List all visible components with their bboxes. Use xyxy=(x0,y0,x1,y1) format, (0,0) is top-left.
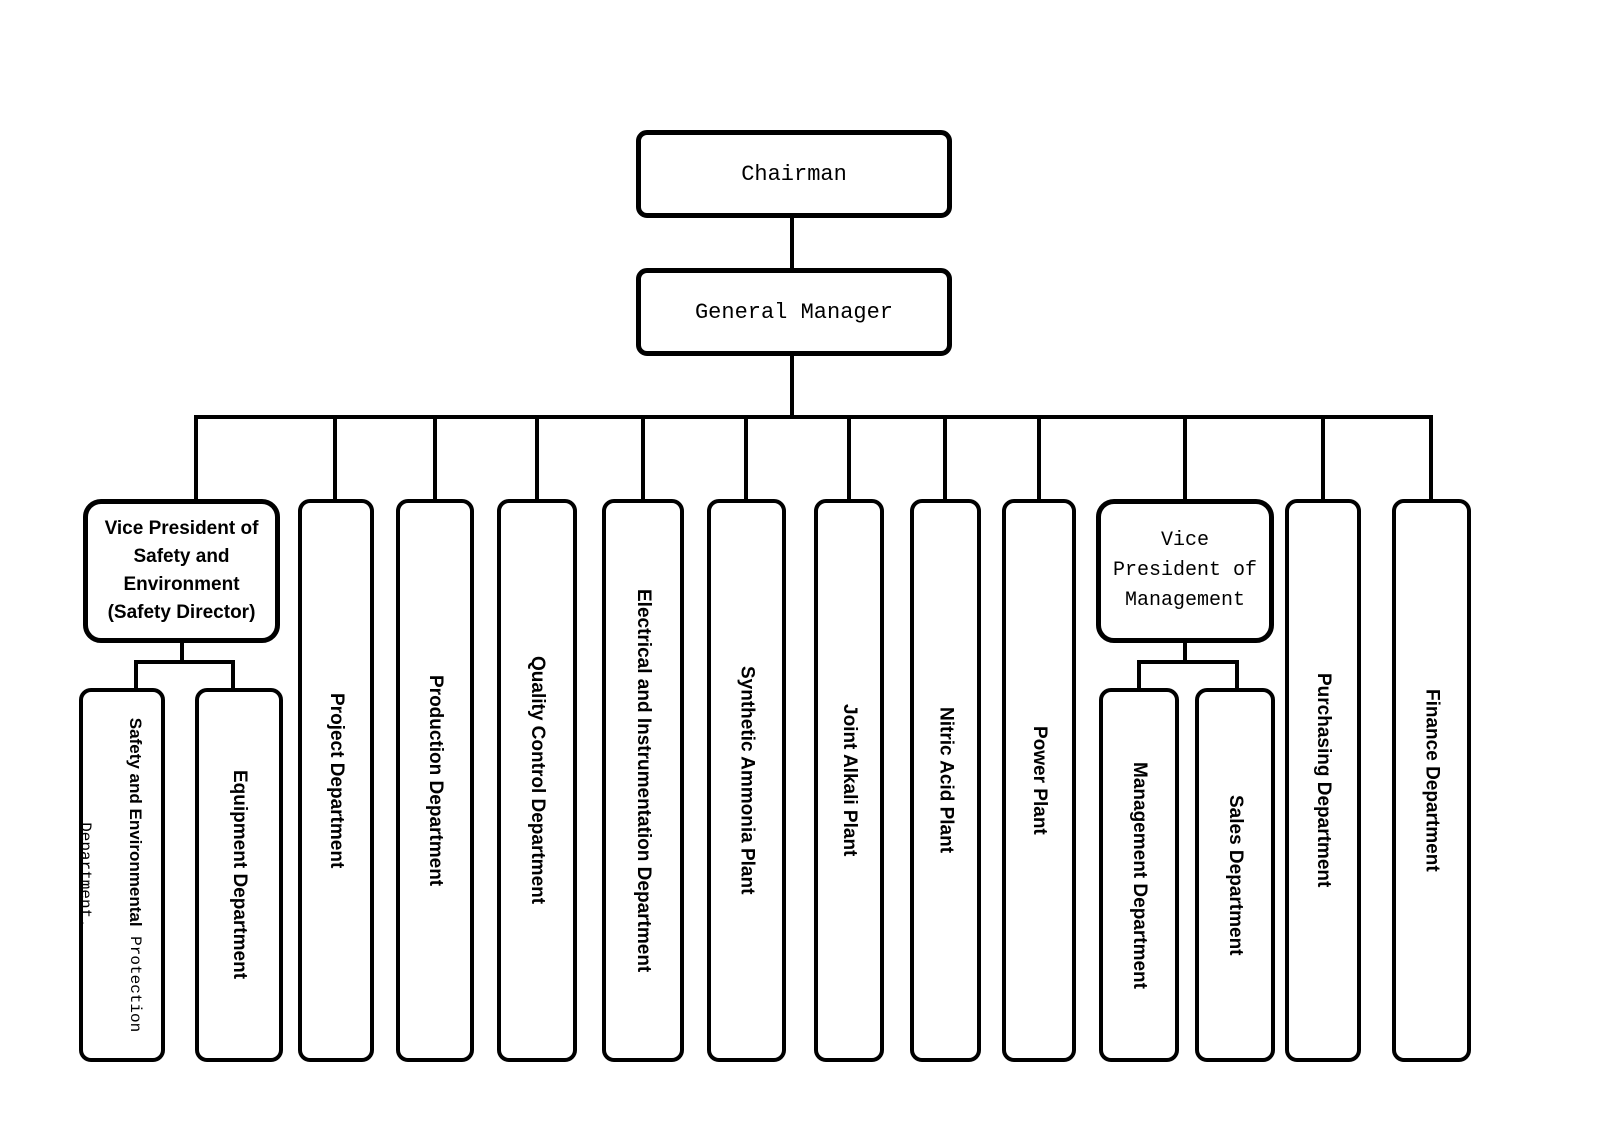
node-label: Finance Department xyxy=(1421,689,1443,872)
node-electrical-instrumentation-department: Electrical and Instrumentation Departmen… xyxy=(602,499,684,1062)
connector-drop-nitric xyxy=(943,415,947,499)
connector-drop-quality xyxy=(535,415,539,499)
connector-drop-project xyxy=(333,415,337,499)
node-general-manager: General Manager xyxy=(636,268,952,356)
node-label: Management Department xyxy=(1128,761,1150,989)
node-purchasing-department: Purchasing Department xyxy=(1285,499,1361,1062)
node-label: General Manager xyxy=(694,299,894,325)
connector-gm-trunk xyxy=(790,356,794,417)
node-quality-control-department: Quality Control Department xyxy=(497,499,577,1062)
node-label: Vice President of Safety and Environment… xyxy=(104,518,259,623)
node-label: Sales Department xyxy=(1224,794,1246,956)
node-project-department: Project Department xyxy=(298,499,374,1062)
connector-trunk xyxy=(194,415,1433,419)
node-label: Joint Alkali Plant xyxy=(838,704,860,857)
node-label-line1: Safety and Environmental Protection xyxy=(125,718,145,1032)
node-safety-environmental-protection-department: Safety and Environmental Protection Depa… xyxy=(79,688,165,1062)
connector-drop-finance xyxy=(1429,415,1433,499)
node-chairman: Chairman xyxy=(636,130,952,218)
connector-drop-electrical xyxy=(641,415,645,499)
node-label: Equipment Department xyxy=(228,770,250,980)
node-synthetic-ammonia-plant: Synthetic Ammonia Plant xyxy=(707,499,786,1062)
connector-vp-safety-down xyxy=(180,643,184,664)
node-label-line2: Department. xyxy=(79,822,94,928)
node-label: Electrical and Instrumentation Departmen… xyxy=(632,588,654,973)
node-label-serif: Protection xyxy=(126,926,144,1033)
connector-mgmt-bar xyxy=(1137,660,1239,664)
connector-drop-alkali xyxy=(847,415,851,499)
node-label: Nitric Acid Plant xyxy=(935,707,957,854)
connector-drop-sales xyxy=(1235,660,1239,688)
node-label: Vice President of Management xyxy=(1112,529,1258,612)
node-production-department: Production Department xyxy=(396,499,474,1062)
node-label: Synthetic Ammonia Plant xyxy=(736,666,758,895)
node-label: Chairman xyxy=(741,161,847,187)
connector-drop-production xyxy=(433,415,437,499)
node-joint-alkali-plant: Joint Alkali Plant xyxy=(814,499,884,1062)
node-label: Power Plant xyxy=(1028,726,1050,835)
connector-drop-senv-dept xyxy=(134,660,138,688)
connector-drop-power xyxy=(1037,415,1041,499)
node-label: Quality Control Department xyxy=(526,656,548,905)
node-label: Production Department xyxy=(424,674,446,887)
node-management-department: Management Department xyxy=(1099,688,1179,1062)
connector-drop-management xyxy=(1137,660,1141,688)
connector-drop-equipment xyxy=(231,660,235,688)
connector-drop-ammonia xyxy=(744,415,748,499)
node-label-bold: Safety and Environmental xyxy=(126,717,145,927)
node-sales-department: Sales Department xyxy=(1195,688,1275,1062)
connector-chairman-gm xyxy=(790,218,794,268)
connector-drop-purchasing xyxy=(1321,415,1325,499)
connector-drop-vp-mgmt xyxy=(1183,415,1187,499)
connector-vp-mgmt-down xyxy=(1183,643,1187,664)
node-label: Purchasing Department xyxy=(1312,673,1334,888)
node-nitric-acid-plant: Nitric Acid Plant xyxy=(910,499,981,1062)
node-vp-management: Vice President of Management xyxy=(1096,499,1274,643)
node-finance-department: Finance Department xyxy=(1392,499,1471,1062)
node-equipment-department: Equipment Department xyxy=(195,688,283,1062)
node-vp-safety-environment: Vice President of Safety and Environment… xyxy=(83,499,280,643)
node-power-plant: Power Plant xyxy=(1002,499,1076,1062)
node-label: Project Department xyxy=(325,692,347,869)
connector-safety-bar xyxy=(134,660,235,664)
connector-drop-vp-safety xyxy=(194,415,198,499)
